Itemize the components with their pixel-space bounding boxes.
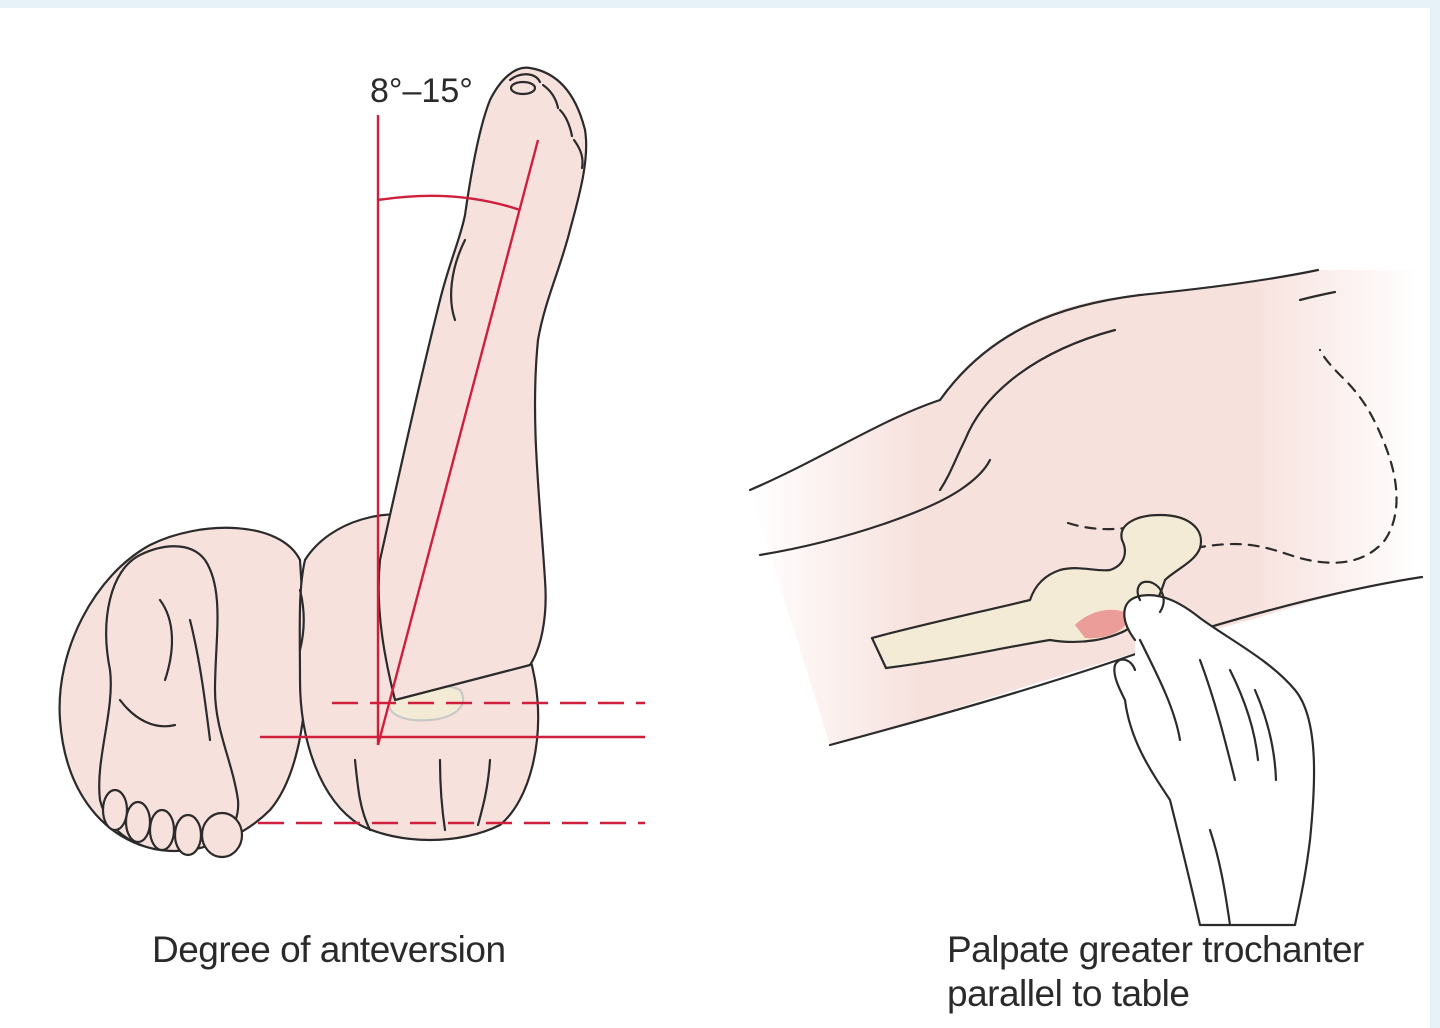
tibia-axis-line — [376, 139, 540, 746]
right-caption: Palpate greater trochanter parallel to t… — [947, 928, 1364, 1016]
hand — [1113, 594, 1316, 927]
left-panel-drawing — [58, 66, 588, 859]
greater-trochanter-highlight — [1075, 609, 1130, 639]
right-caption-line2: parallel to table — [947, 973, 1190, 1014]
right-panel-drawing — [748, 268, 1424, 927]
toes — [101, 788, 244, 859]
lower-leg — [377, 66, 588, 702]
right-caption-line1: Palpate greater trochanter — [947, 929, 1364, 970]
left-caption: Degree of anteversion — [152, 929, 506, 970]
thigh-body — [750, 270, 1420, 745]
reference-lines — [258, 115, 645, 825]
angle-arc — [377, 194, 521, 212]
anteversion-angle-label: 8°–15° — [370, 72, 473, 110]
